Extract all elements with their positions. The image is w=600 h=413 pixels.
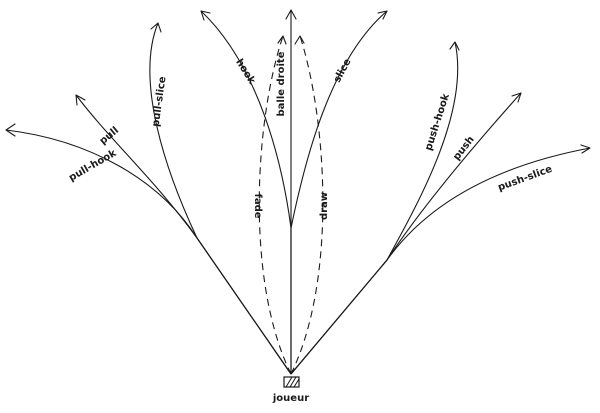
trajectory-slice	[290, 10, 388, 374]
arrowhead-fade	[277, 35, 287, 45]
arrowhead-push-slice	[580, 144, 591, 154]
label-push-slice: push-slice	[496, 164, 554, 194]
label-slice: slice	[332, 57, 354, 85]
trajectory-push-slice	[290, 147, 591, 375]
label-draw: draw	[319, 192, 330, 220]
trajectory-draw	[290, 35, 324, 375]
arrowhead-push	[511, 92, 522, 103]
label-hook: hook	[233, 57, 257, 86]
label-fade: fade	[252, 193, 263, 218]
arrowhead-hook	[200, 10, 211, 21]
label-push-hook: push-hook	[423, 92, 452, 152]
trajectory-pull-slice	[149, 22, 292, 375]
arrowhead-slice	[377, 10, 388, 20]
arrowhead-draw	[294, 35, 305, 45]
arrowhead-pull	[75, 94, 86, 106]
player-marker	[283, 376, 300, 388]
trajectory-push	[290, 92, 522, 375]
label-pull-slice: pull-slice	[151, 76, 169, 128]
label-balle-droite: balle droite	[276, 51, 287, 116]
arrowhead-pull-hook	[5, 123, 16, 137]
arrowhead-push-hook	[449, 41, 460, 51]
trajectory-push-hook	[290, 41, 459, 375]
label-joueur: joueur	[272, 393, 309, 404]
trajectory-pull	[75, 94, 292, 375]
trajectory-hook	[200, 10, 292, 374]
arrowhead-pull-slice	[150, 22, 162, 33]
trajectory-fade	[258, 35, 292, 375]
trajectory-pull-hook	[5, 129, 292, 375]
arrowhead-balle-droite	[285, 9, 297, 20]
arrowheads	[5, 9, 591, 154]
